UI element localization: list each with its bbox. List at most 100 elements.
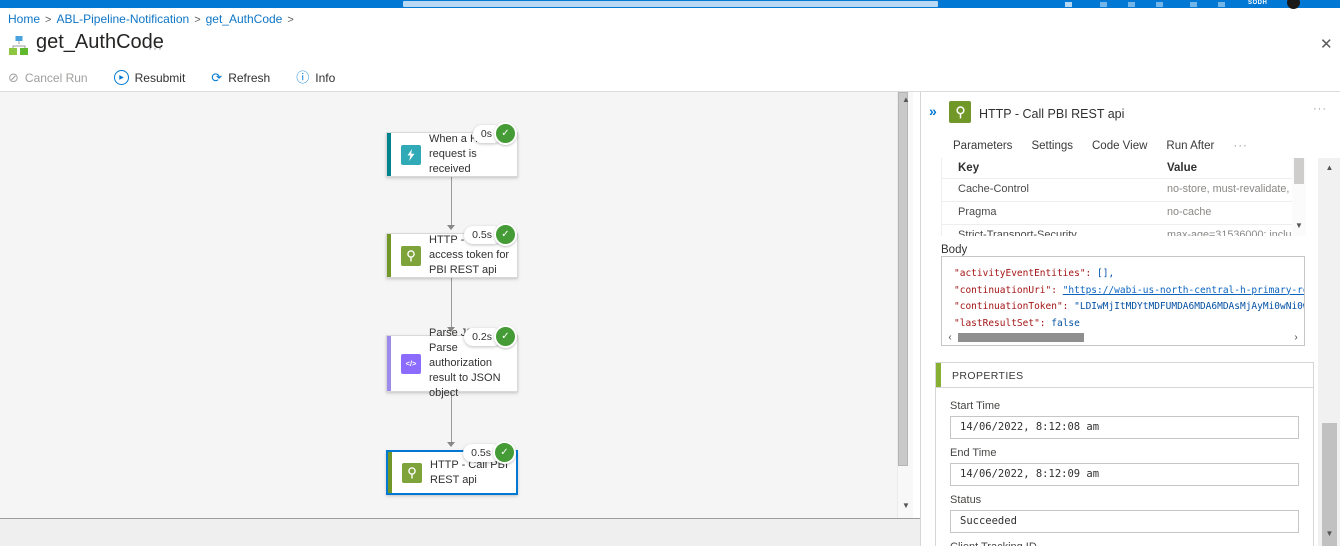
body-json: "activityEventEntities": [], "continuati… <box>954 266 1304 332</box>
success-check-icon: ✓ <box>494 223 517 246</box>
value-column-header: Value <box>1167 162 1198 174</box>
node-accent <box>387 234 391 277</box>
start-time-field[interactable]: 14/06/2022, 8:12:08 am <box>950 416 1299 439</box>
connector-line <box>451 392 452 443</box>
scroll-up-icon[interactable]: ▲ <box>902 95 910 104</box>
info-button[interactable]: ⓘ Info <box>296 71 335 85</box>
canvas-scrollbar[interactable]: ▲ ▼ <box>897 92 914 518</box>
status-label: Status <box>950 494 982 506</box>
info-icon: ⓘ <box>296 70 310 85</box>
node-accent <box>387 336 391 391</box>
header-key: Strict-Transport-Security <box>958 229 1077 236</box>
http-icon <box>401 245 421 266</box>
tabs-more-menu[interactable]: ··· <box>1233 140 1248 152</box>
body-label: Body <box>941 244 968 256</box>
http-icon <box>402 462 422 483</box>
avatar[interactable] <box>1287 0 1300 9</box>
end-time-field[interactable]: 14/06/2022, 8:12:09 am <box>950 463 1299 486</box>
table-row: Strict-Transport-Security max-age=315360… <box>942 224 1306 236</box>
tab-settings[interactable]: Settings <box>1031 140 1073 152</box>
cancel-run-label: Cancel Run <box>24 70 88 85</box>
page-title: get_AuthCode <box>36 31 164 53</box>
tab-run-after[interactable]: Run After <box>1166 140 1215 152</box>
success-check-icon: ✓ <box>493 441 516 464</box>
continuation-uri-link[interactable]: "https://wabi-us-north-central-h-primary… <box>1062 284 1304 296</box>
panel-more-menu[interactable]: ··· <box>1313 103 1327 115</box>
node-when-http-request-received[interactable]: When a HTTP request is received 0s ✓ <box>386 122 518 177</box>
table-scrollbar-thumb[interactable] <box>1294 158 1304 184</box>
action-details-panel: » HTTP - Call PBI REST api ··· Parameter… <box>920 92 1340 546</box>
headers-table-header: Key Value <box>942 158 1306 178</box>
title-more-menu[interactable]: ··· <box>148 41 163 55</box>
status-field[interactable]: Succeeded <box>950 510 1299 533</box>
cancel-run-button[interactable]: ⊘ Cancel Run <box>8 71 88 85</box>
breadcrumb-separator: > <box>194 14 201 26</box>
start-time-label: Start Time <box>950 400 1001 412</box>
json-line: "lastResultSet": false <box>954 317 1080 329</box>
refresh-icon: ⟳ <box>211 70 223 85</box>
close-icon[interactable]: ✕ <box>1320 36 1333 53</box>
panel-tabs: Parameters Settings Code View Run After … <box>953 140 1248 152</box>
properties-accent <box>936 363 941 387</box>
topbar-icon[interactable] <box>1065 2 1072 7</box>
collapse-panel-icon[interactable]: » <box>929 103 937 119</box>
scroll-right-icon[interactable]: › <box>1294 331 1298 343</box>
resubmit-icon: ▶ <box>113 70 129 85</box>
logic-app-icon <box>8 35 30 57</box>
scroll-up-icon[interactable]: ▲ <box>1325 163 1334 172</box>
global-search-input[interactable] <box>403 1 938 7</box>
scroll-down-icon[interactable]: ▼ <box>902 501 910 510</box>
header-value: max-age=31536000; includeSu... <box>1167 229 1306 236</box>
breadcrumb: Home>ABL-Pipeline-Notification>get_AuthC… <box>8 12 299 26</box>
connector-arrow-icon <box>447 327 455 332</box>
panel-scrollbar-thumb[interactable] <box>1322 423 1337 546</box>
azure-top-bar: SODH <box>0 0 1340 9</box>
key-column-header: Key <box>958 162 980 174</box>
topbar-icon[interactable] <box>1156 2 1163 7</box>
header-value: no-cache <box>1167 206 1212 218</box>
http-icon <box>949 101 971 123</box>
h-scrollbar-thumb[interactable] <box>958 333 1084 342</box>
tab-parameters[interactable]: Parameters <box>953 140 1013 152</box>
cancel-icon: ⊘ <box>8 70 19 85</box>
toolbar-divider <box>0 91 1340 92</box>
request-trigger-icon <box>401 144 421 165</box>
table-scrollbar[interactable]: ▼ <box>1292 158 1306 236</box>
table-row: Cache-Control no-store, must-revalidate,… <box>942 178 1306 201</box>
topbar-icon[interactable] <box>1190 2 1197 7</box>
breadcrumb-pipeline[interactable]: ABL-Pipeline-Notification <box>56 12 190 26</box>
scroll-down-icon[interactable]: ▼ <box>1325 529 1334 538</box>
properties-section: PROPERTIES Start Time 14/06/2022, 8:12:0… <box>935 362 1314 546</box>
breadcrumb-current[interactable]: get_AuthCode <box>205 12 283 26</box>
topbar-icon[interactable] <box>1218 2 1225 7</box>
properties-header: PROPERTIES <box>936 363 1313 388</box>
status-badge: 0.5s ✓ <box>464 223 517 246</box>
node-accent <box>388 452 392 493</box>
success-check-icon: ✓ <box>494 122 517 145</box>
header-key: Pragma <box>958 206 997 218</box>
node-title: Parse JSON - Parse authorization result … <box>429 327 501 399</box>
json-line: "continuationUri": "https://wabi-us-nort… <box>954 283 1304 300</box>
resubmit-button[interactable]: ▶ Resubmit <box>113 70 185 85</box>
node-parse-json[interactable]: </> Parse JSON - Parse authorization res… <box>386 325 518 399</box>
success-check-icon: ✓ <box>494 325 517 348</box>
code-horizontal-scrollbar[interactable]: ‹ › <box>944 331 1302 344</box>
status-badge: 0.5s ✓ <box>463 441 516 464</box>
table-row: Pragma no-cache <box>942 201 1306 224</box>
node-http-get-access-token[interactable]: HTTP - Get an access token for PBI REST … <box>386 223 518 278</box>
refresh-button[interactable]: ⟳ Refresh <box>211 71 270 85</box>
connector-line <box>451 278 452 328</box>
panel-scrollbar[interactable]: ▲ ▼ <box>1318 158 1340 546</box>
scroll-left-icon[interactable]: ‹ <box>948 331 952 343</box>
tab-code-view[interactable]: Code View <box>1092 140 1148 152</box>
node-http-call-pbi[interactable]: HTTP - Call PBI REST api 0.5s ✓ <box>386 441 518 495</box>
json-line: "activityEventEntities": [], <box>954 268 1115 279</box>
scroll-down-icon[interactable]: ▼ <box>1295 221 1303 230</box>
breadcrumb-home[interactable]: Home <box>8 12 41 26</box>
topbar-icon[interactable] <box>1100 2 1107 7</box>
topbar-icon[interactable] <box>1128 2 1135 7</box>
node-title: HTTP - Call PBI REST api <box>430 458 509 486</box>
canvas-scrollbar-thumb[interactable] <box>898 92 908 466</box>
body-code-box[interactable]: "activityEventEntities": [], "continuati… <box>941 256 1305 346</box>
